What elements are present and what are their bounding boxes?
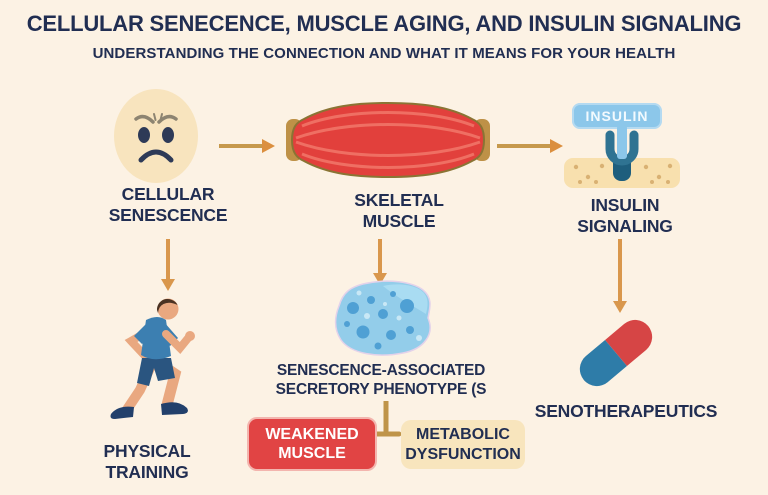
arrow-right-icon xyxy=(219,139,275,153)
weakened-muscle-box: WEAKENED MUSCLE xyxy=(247,417,377,471)
arrow-down-icon xyxy=(373,239,387,285)
sasp-label: SENESCENCE-ASSOCIATED SECRETORY PHENOTYP… xyxy=(275,362,487,398)
skeletal-muscle-icon xyxy=(286,101,490,179)
inhibition-icon xyxy=(370,401,402,437)
senescent-cell-face-icon xyxy=(114,89,198,183)
arrow-down-icon xyxy=(613,239,627,313)
physical-training-label: PHYSICAL TRAINING xyxy=(103,441,191,482)
senotherapeutics-label: SENOTHERAPEUTICS xyxy=(534,401,718,421)
page-title: CELLULAR SENECENCE, MUSCLE AGING, AND IN… xyxy=(26,11,742,36)
senotherapeutics-pill-icon xyxy=(579,319,653,387)
arrow-down-icon xyxy=(161,239,175,291)
cellular-senescence-label: CELLULAR SENESCENCE xyxy=(108,184,228,225)
runner-icon xyxy=(110,298,195,419)
skeletal-muscle-label: SKELETAL MUSCLE xyxy=(354,190,444,231)
sasp-cell-icon xyxy=(334,280,431,356)
metabolic-dysfunction-box: METABOLIC DYSFUNCTION xyxy=(401,420,525,469)
insulin-tag: INSULIN xyxy=(572,103,662,129)
insulin-receptor-icon xyxy=(564,125,680,188)
arrow-right-icon xyxy=(497,139,563,153)
page-subtitle: UNDERSTANDING THE CONNECTION AND WHAT IT… xyxy=(92,45,676,62)
insulin-signaling-label: INSULIN SIGNALING xyxy=(577,195,673,236)
